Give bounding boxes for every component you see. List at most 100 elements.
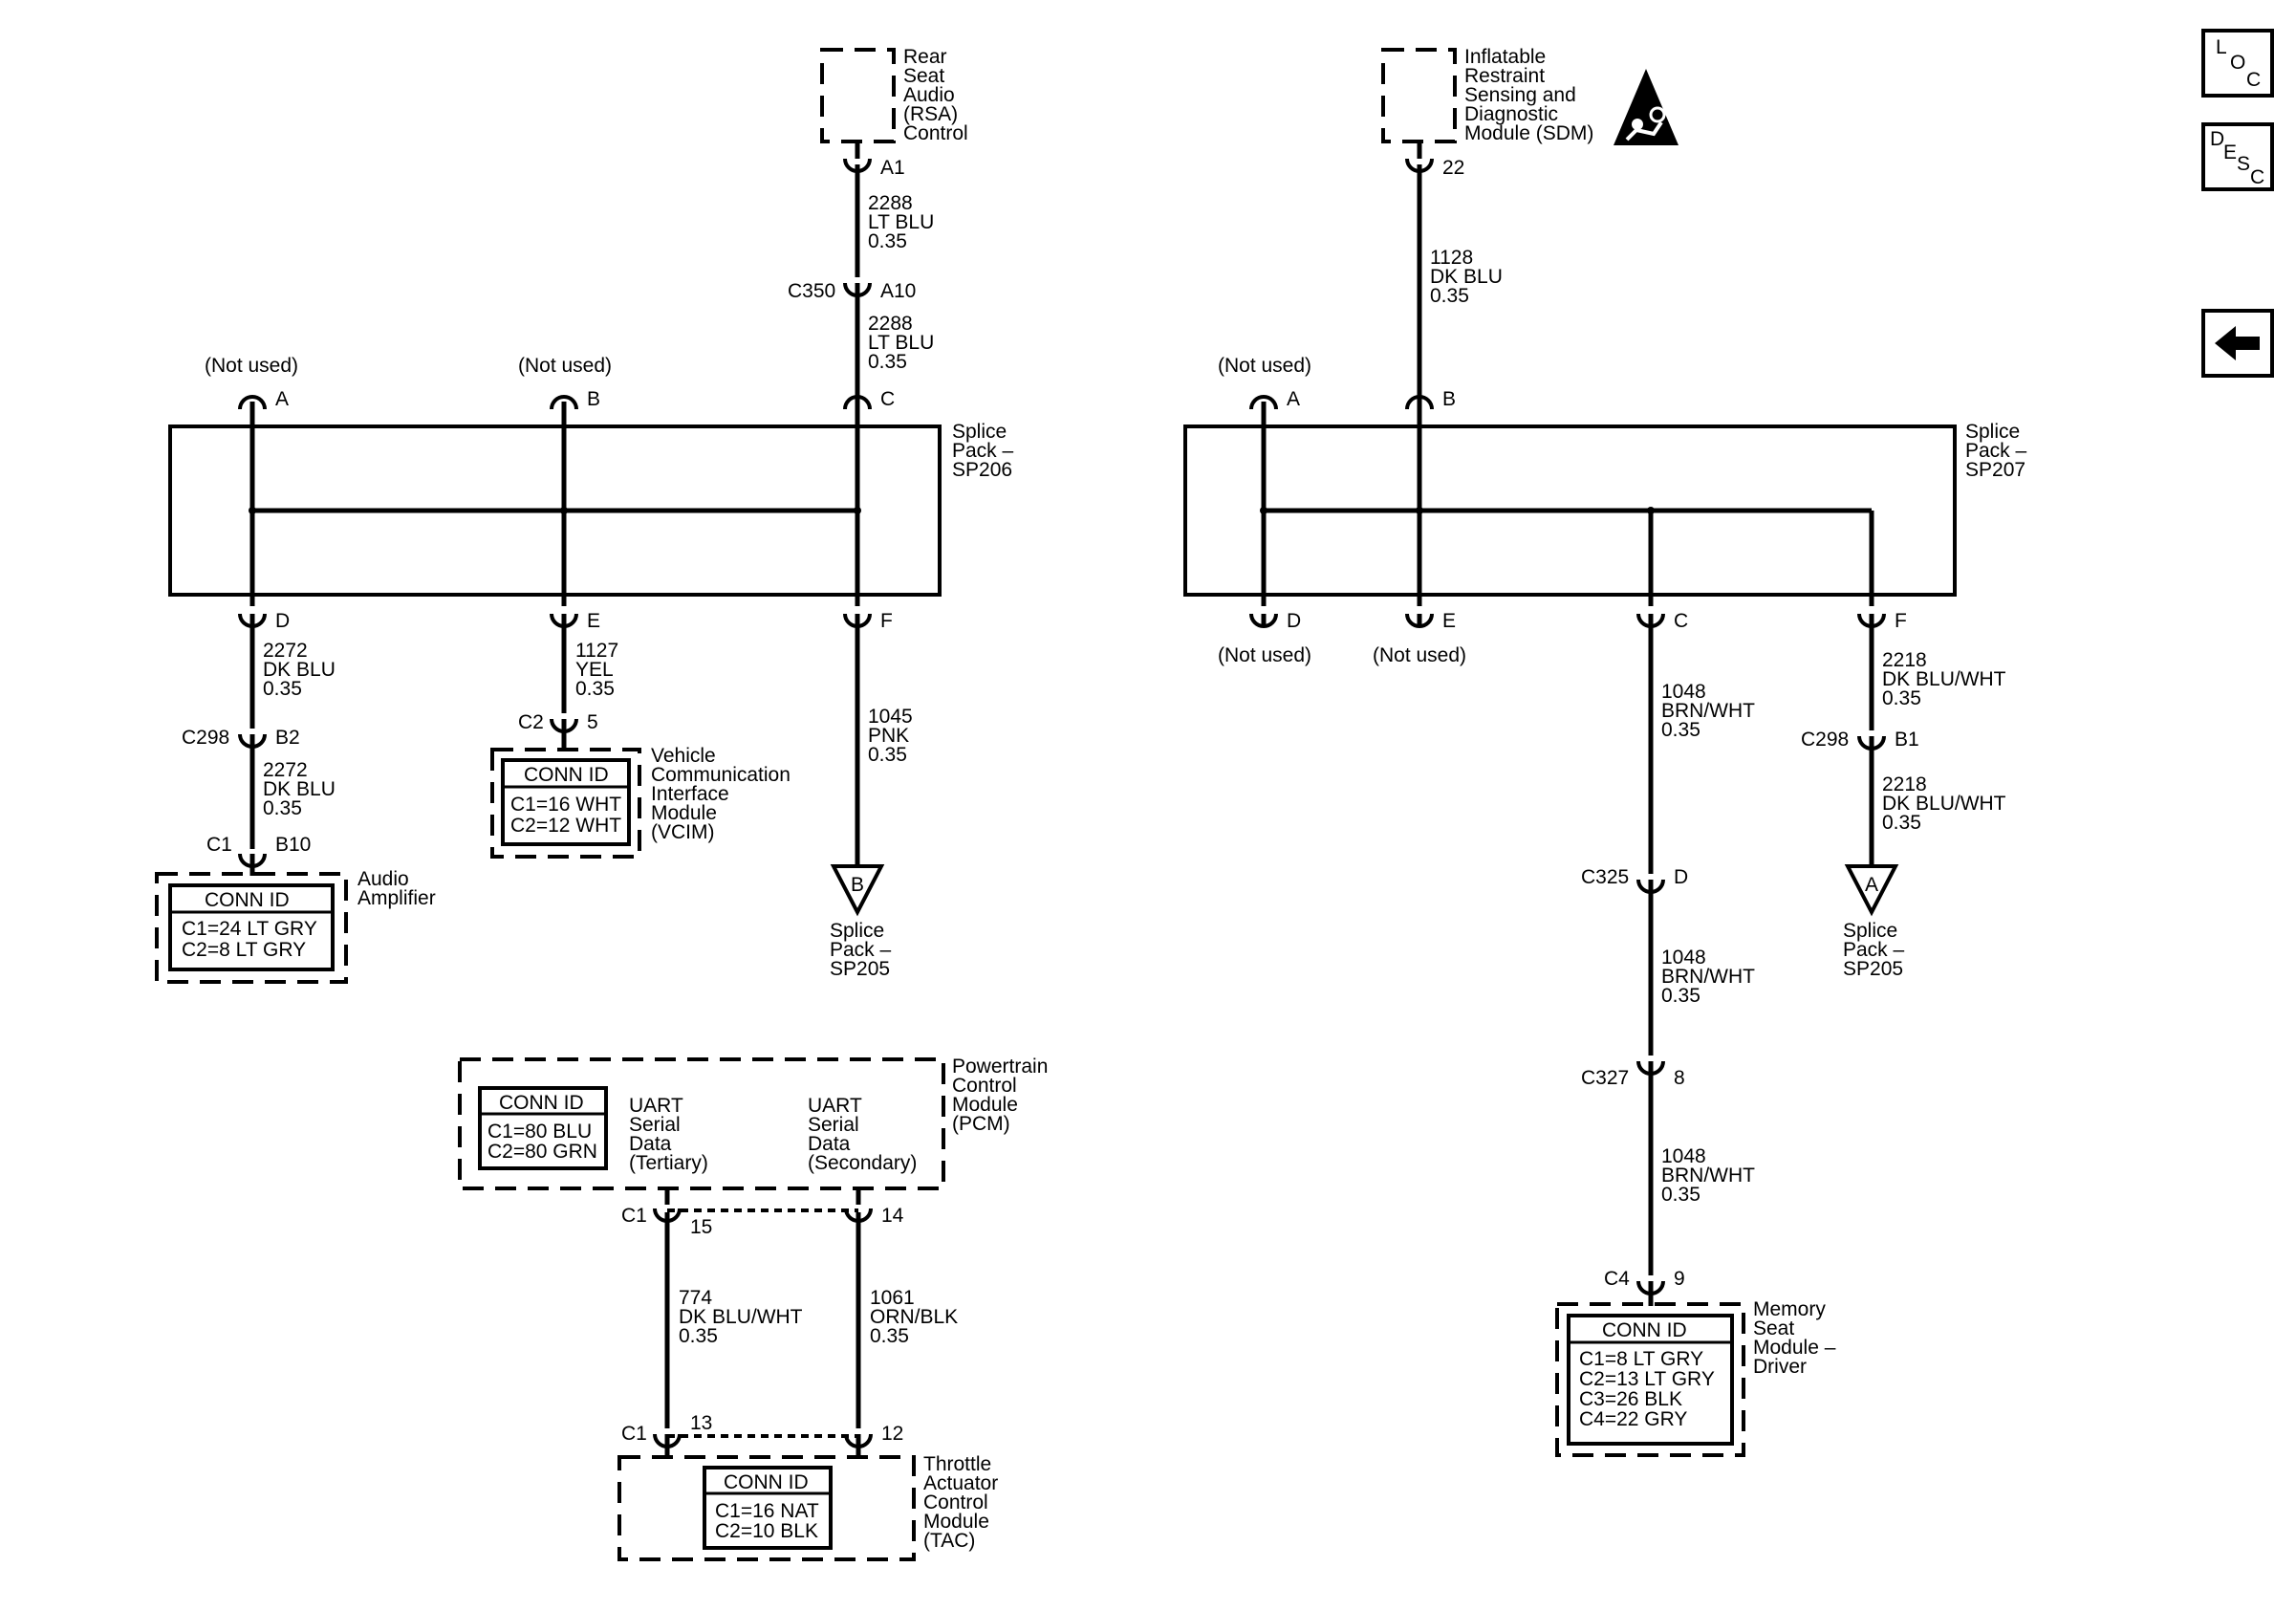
- desc-letter-e: E: [2223, 142, 2237, 163]
- left-arrow-icon: [2215, 326, 2260, 360]
- amp-conn-c1: C1: [206, 834, 232, 856]
- sp206-pin-b: B: [587, 388, 600, 410]
- c325-pin: D: [1674, 866, 1688, 888]
- sp207-not-used-e: (Not used): [1373, 644, 1466, 666]
- pcm-pin-14: 14: [881, 1205, 904, 1227]
- back-button[interactable]: [2201, 309, 2274, 378]
- vcim-pin-5: 5: [587, 711, 598, 733]
- vcim-conn-c2: C2: [518, 711, 544, 733]
- sp207-not-used-d: (Not used): [1218, 644, 1311, 666]
- c327-label: C327: [1581, 1067, 1629, 1089]
- sp207-pin-b: B: [1442, 388, 1456, 410]
- vcim-conn-id-title: CONN ID: [524, 764, 609, 786]
- sp207-pin-d: D: [1287, 610, 1301, 632]
- loc-letter-o: O: [2230, 52, 2245, 74]
- sp206-not-used-b: (Not used): [518, 355, 612, 377]
- sp206-pin-d: D: [275, 610, 290, 632]
- c325-label: C325: [1581, 866, 1629, 888]
- msm-conn-id-title: CONN ID: [1602, 1319, 1687, 1341]
- pcm-conn-c1: C1: [621, 1205, 647, 1227]
- sp207-f-ref: A: [1865, 874, 1878, 896]
- loc-letter-l: L: [2216, 36, 2227, 58]
- tac-conn-id-title: CONN ID: [724, 1471, 809, 1493]
- c350-pin: A10: [880, 280, 916, 302]
- pcm-conn-id-title: CONN ID: [499, 1092, 584, 1114]
- desc-letter-c: C: [2250, 166, 2264, 188]
- sp206-pin-e: E: [587, 610, 600, 632]
- tac-pin-13: 13: [690, 1412, 712, 1434]
- c298-label: C298: [182, 727, 229, 749]
- airbag-warning-icon: [1614, 69, 1679, 145]
- msm-pin-9: 9: [1674, 1268, 1685, 1290]
- desc-letter-s: S: [2237, 153, 2250, 175]
- c327-pin: 8: [1674, 1067, 1685, 1089]
- sp207-pin-c: C: [1674, 610, 1688, 632]
- desc-letter-d: D: [2210, 128, 2224, 150]
- c298-pin-b1: B1: [1895, 729, 1919, 751]
- c350-label: C350: [788, 280, 835, 302]
- amp-pin-b10: B10: [275, 834, 311, 856]
- sdm-pin: 22: [1442, 157, 1464, 179]
- sp206-pin-a: A: [275, 388, 289, 410]
- tac-conn-c1: C1: [621, 1423, 647, 1445]
- amp-conn-id-title: CONN ID: [205, 889, 290, 911]
- loc-button[interactable]: L O C: [2201, 29, 2274, 98]
- sp207-pin-f: F: [1895, 610, 1907, 632]
- tac-pin-12: 12: [881, 1423, 903, 1445]
- sp206-pin-c: C: [880, 388, 895, 410]
- pcm-pin-15: 15: [690, 1216, 712, 1238]
- sp206-f-ref: B: [851, 874, 864, 896]
- desc-button[interactable]: D E S C: [2201, 122, 2274, 191]
- sp206-pin-f: F: [880, 610, 893, 632]
- rsa-pin: A1: [880, 157, 905, 179]
- sp206-not-used-a: (Not used): [205, 355, 298, 377]
- sp207-pin-a: A: [1287, 388, 1300, 410]
- msm-conn-c4: C4: [1604, 1268, 1630, 1290]
- sp207-pin-e: E: [1442, 610, 1456, 632]
